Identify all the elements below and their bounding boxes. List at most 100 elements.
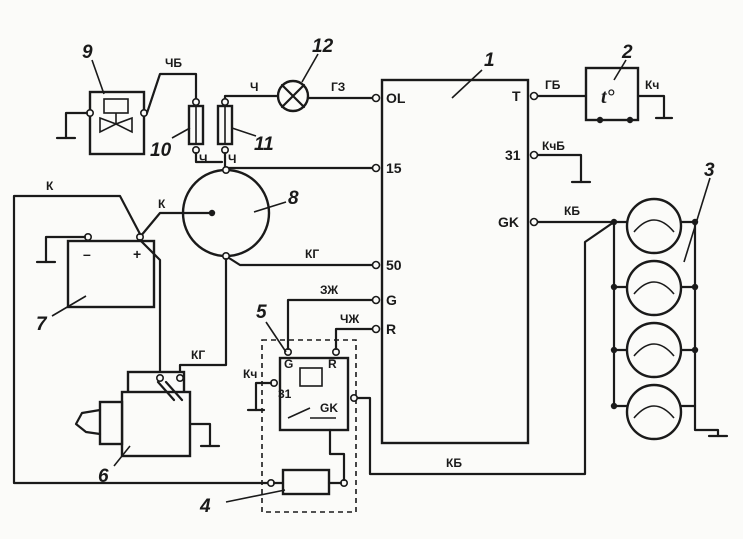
- starter-solenoid: [126, 370, 186, 396]
- pin-31-terminal: [529, 150, 539, 160]
- starter-nose: [74, 408, 102, 436]
- starter-lever: [156, 380, 184, 402]
- wire-label-kg-starter: КГ: [191, 348, 205, 362]
- pin-15-label: 15: [386, 160, 402, 176]
- callout-12: 12: [312, 36, 334, 57]
- wire-label-kch-relay: Кч: [243, 367, 257, 381]
- wire-label-ch-lamp: Ч: [250, 80, 258, 94]
- relay-pin-r: R: [328, 357, 337, 371]
- wire-label-ch-fuse11: Ч: [228, 152, 236, 166]
- leader-3: [683, 177, 711, 263]
- callout-11: 11: [254, 134, 274, 155]
- solenoid-valve-symbol: [99, 113, 133, 134]
- wire-plugs-ground: [693, 404, 720, 438]
- battery-plus-label: +: [133, 246, 141, 262]
- wire-label-kchb: КчБ: [542, 139, 565, 153]
- ignition-switch-terminal: [222, 166, 231, 175]
- glow-plug: [625, 321, 683, 379]
- leader-2: [613, 59, 627, 81]
- callout-4: 4: [199, 496, 211, 517]
- wire-label-chzh: ЧЖ: [340, 312, 359, 326]
- sensor-terminal: [596, 116, 604, 124]
- pin-50-terminal: [371, 260, 381, 270]
- warning-lamp-cross: [280, 83, 306, 109]
- pin-t-label: T: [512, 88, 521, 104]
- leader-5: [265, 321, 287, 353]
- wire-relay-ground: [254, 381, 273, 412]
- wire-label-chb: ЧБ: [165, 56, 182, 70]
- pin-ol-label: OL: [386, 90, 406, 106]
- pin-g-terminal: [371, 295, 381, 305]
- wire-switch-starter: [178, 257, 228, 374]
- wire-kb-relay: [356, 220, 616, 476]
- battery-minus-label: –: [83, 246, 91, 262]
- glow-plug-rails: [612, 220, 697, 408]
- callout-10: 10: [150, 140, 172, 161]
- relay-pin-g: G: [284, 357, 293, 371]
- glow-relay-contact: [287, 407, 336, 419]
- pin-31-label: 31: [505, 147, 521, 163]
- relay-gk-terminal: [349, 393, 358, 402]
- starter-drive: [98, 400, 124, 446]
- leader-7: [51, 295, 87, 317]
- wire-label-kch-sensor: Кч: [645, 78, 659, 92]
- wire-label-k-battery: К: [46, 179, 54, 193]
- temperature-sensor-symbol: t°: [601, 86, 615, 108]
- callout-1: 1: [484, 50, 495, 71]
- wire-valve-ground: [64, 111, 89, 140]
- temperature-sensor: [584, 66, 640, 122]
- pin-g-label: G: [386, 292, 397, 308]
- control-unit: [380, 78, 530, 445]
- battery: [66, 239, 156, 309]
- glow-plug: [625, 383, 683, 441]
- wire-label-ch-fuse10: Ч: [199, 152, 207, 166]
- wire-lamp-fuse11: [223, 94, 280, 104]
- callout-6: 6: [98, 466, 109, 487]
- wire-timer-relay: [328, 428, 346, 482]
- leader-1: [451, 69, 483, 99]
- wire-starter-ground: [188, 422, 212, 448]
- wire-fuse10-switch: [194, 151, 224, 164]
- callout-5: 5: [256, 302, 267, 323]
- pin-50-label: 50: [386, 257, 402, 273]
- wire-31-ground: [536, 153, 583, 184]
- leader-10: [171, 127, 191, 139]
- pin-r-label: R: [386, 321, 396, 337]
- wire-switch-battery: [138, 211, 214, 239]
- leader-9: [91, 59, 105, 95]
- starter-body: [120, 390, 192, 458]
- wire-valve-fuse10: [145, 72, 198, 115]
- relay-pin-31: 31: [278, 387, 292, 401]
- relay-timer: [281, 468, 331, 496]
- sensor-terminal: [626, 116, 634, 124]
- pin-gk-label: GK: [498, 214, 519, 230]
- fuse10-terminal: [192, 98, 201, 107]
- wire-battery-starter: [138, 238, 162, 374]
- glow-relay-coil: [299, 367, 323, 387]
- wire-fuse11-15: [223, 151, 374, 170]
- wire-label-k-switch: К: [158, 197, 166, 211]
- wire-label-zzh: ЗЖ: [320, 283, 338, 297]
- pin-ol-terminal: [371, 93, 381, 103]
- glow-plug: [625, 259, 683, 317]
- glow-plugs: [610, 197, 729, 441]
- pin-gk-terminal: [529, 217, 539, 227]
- pin-t-terminal: [529, 91, 539, 101]
- leader-12: [301, 53, 319, 83]
- wire-label-kg-50: КГ: [305, 247, 319, 261]
- wire-battery-ground: [44, 235, 87, 264]
- wire-label-gz: ГЗ: [331, 80, 345, 94]
- leader-8: [253, 201, 287, 213]
- fuse11-terminal: [221, 98, 230, 107]
- starter: [74, 370, 221, 458]
- relay-unit-outline: [261, 339, 357, 513]
- glow-plug: [625, 197, 683, 255]
- pin-r-terminal: [371, 324, 381, 334]
- wire-relay-r: [334, 327, 374, 351]
- wire-label-kb-gk: КБ: [564, 204, 580, 218]
- wire-relay-g: [286, 298, 374, 351]
- callout-8: 8: [288, 188, 299, 209]
- leader-11: [231, 127, 257, 137]
- wire-battery-timer: [12, 194, 270, 485]
